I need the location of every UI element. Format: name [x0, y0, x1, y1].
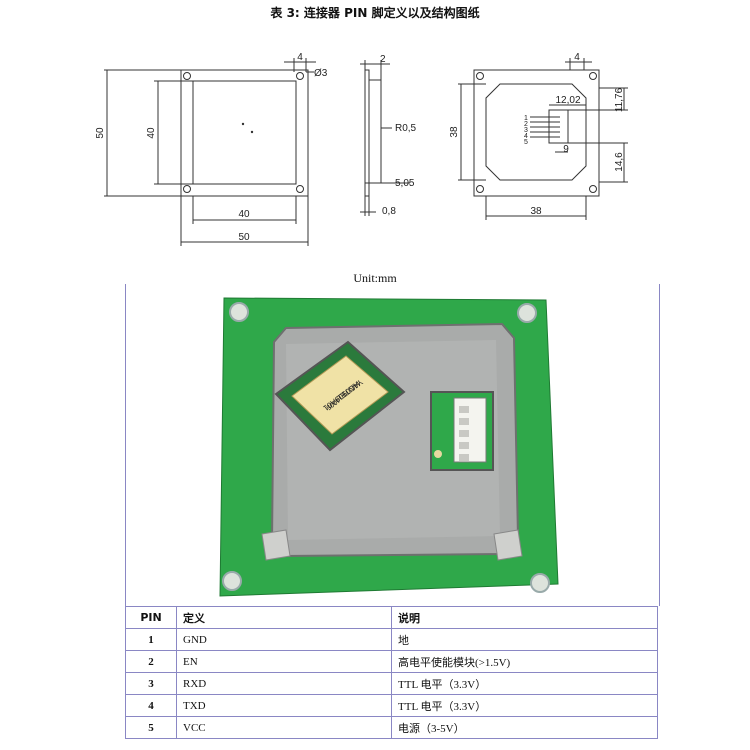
pin-number: 2 — [125, 650, 177, 673]
module-photo: HC0909A01 YANTEL 4005 — [219, 297, 559, 597]
pin-definition-table: PIN 定义 说明 1 GND 地 2 EN 高电平使能模块(>1.5V) 3 … — [125, 606, 658, 739]
pin-definition: RXD — [176, 672, 392, 695]
structure-drawing: 50 40 40 50 4 Ø3 2 R0,5 5,05 0,8 38 38 4… — [95, 52, 628, 246]
pin-description: TTL 电平（3.3V） — [391, 694, 658, 717]
table-header-row: PIN 定义 说明 — [125, 606, 658, 629]
dim-connector-pitch: 9 — [563, 144, 569, 155]
dim-side-radius: R0,5 — [395, 123, 417, 134]
dim-hole-pitch: 4 — [297, 52, 303, 63]
dim-connector-width: 12,02 — [555, 95, 580, 106]
pin-number: 4 — [125, 694, 177, 717]
unit-label: Unit:mm — [353, 271, 397, 285]
module-photo-frame: HC0909A01 YANTEL 4005 — [125, 284, 660, 606]
pin-description: 电源（3-5V） — [391, 716, 658, 739]
connector-pin-number: 5 — [524, 139, 528, 146]
table-row: 1 GND 地 — [125, 628, 658, 651]
pin-number: 1 — [125, 628, 177, 651]
pcb-hole — [530, 573, 550, 593]
dim-side-height: 5,05 — [395, 178, 415, 189]
pin-connector — [453, 397, 487, 463]
connector-pin-number: 2 — [524, 121, 528, 128]
table-row: 5 VCC 电源（3-5V） — [125, 716, 658, 739]
side-pcb — [364, 69, 370, 197]
dim-outer-height: 50 — [95, 127, 106, 139]
pin-definition: EN — [176, 650, 392, 673]
dim-inner-width: 40 — [238, 209, 250, 220]
table-row: 4 TXD TTL 电平（3.3V） — [125, 694, 658, 717]
pcb-hole — [517, 303, 537, 323]
dim-connector-bottom: 14,6 — [614, 152, 625, 172]
table-row: 3 RXD TTL 电平（3.3V） — [125, 672, 658, 695]
front-board-outline — [180, 69, 309, 197]
back-shield-outline — [485, 83, 587, 181]
dim-side-pcb: 0,8 — [382, 206, 396, 217]
pin-description: TTL 电平（3.3V） — [391, 672, 658, 695]
dim-side-thickness: 2 — [380, 54, 386, 65]
pin-definition: VCC — [176, 716, 392, 739]
pin-definition: TXD — [176, 694, 392, 717]
dim-inner-height: 40 — [146, 127, 157, 139]
dim-hole-diameter: Ø3 — [314, 68, 328, 79]
mount-hole — [183, 185, 191, 193]
pin-number: 3 — [125, 672, 177, 695]
mount-hole — [296, 72, 304, 80]
mount-hole — [296, 185, 304, 193]
dim-outer-width: 50 — [238, 232, 250, 243]
pin-definition: GND — [176, 628, 392, 651]
table-row: 2 EN 高电平使能模块(>1.5V) — [125, 650, 658, 673]
pcb-hole — [222, 571, 242, 591]
connector-pin-number: 1 — [524, 115, 528, 122]
connector-pin-number: 4 — [524, 133, 528, 140]
header-pin: PIN — [125, 606, 177, 629]
dim-back-hole-pitch: 4 — [574, 52, 580, 63]
dim-back-height: 38 — [449, 126, 460, 138]
front-shield-outline — [192, 80, 297, 185]
rfid-chip — [291, 355, 389, 435]
header-definition: 定义 — [176, 606, 392, 629]
pcb-hole — [229, 302, 249, 322]
mount-hole — [183, 72, 191, 80]
page-title: 表 3: 连接器 PIN 脚定义以及结构图纸 — [270, 6, 480, 20]
pin-description: 高电平使能模块(>1.5V) — [391, 650, 658, 673]
pin-number: 5 — [125, 716, 177, 739]
back-board-outline — [473, 69, 600, 197]
connector-pin-number: 3 — [524, 127, 528, 134]
header-description: 说明 — [391, 606, 658, 629]
side-shield — [368, 79, 382, 184]
pin-description: 地 — [391, 628, 658, 651]
dim-connector-top: 11,76 — [614, 87, 625, 112]
dim-back-width: 38 — [530, 206, 542, 217]
